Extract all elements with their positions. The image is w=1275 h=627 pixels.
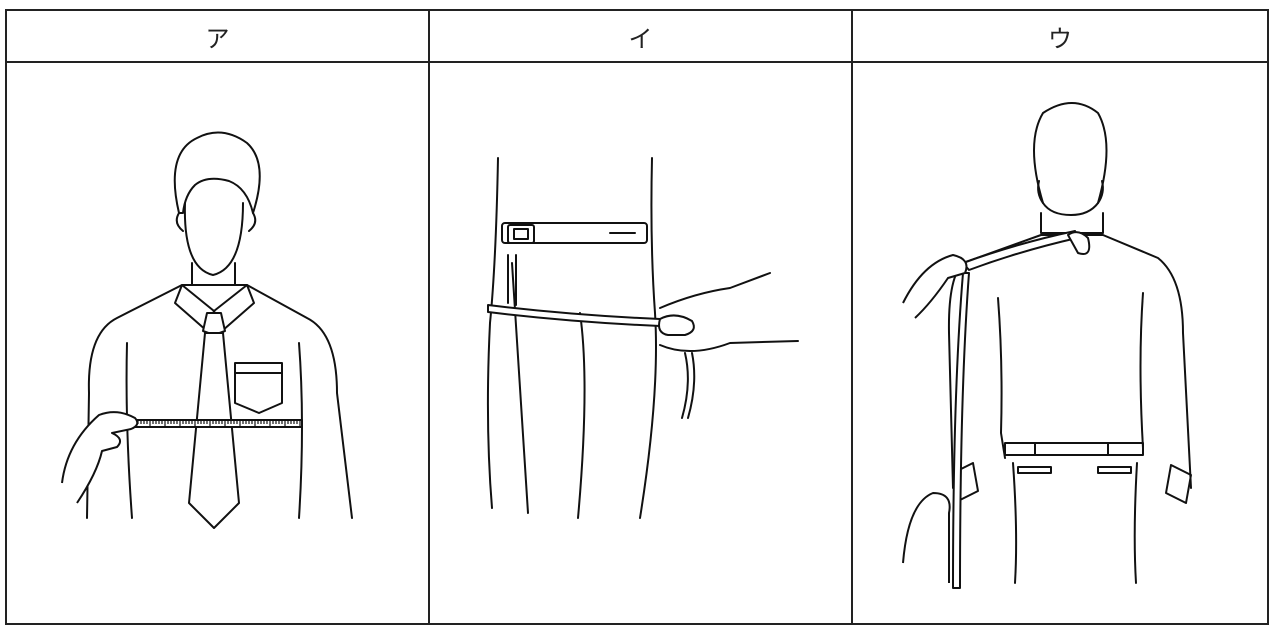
panel-u — [853, 63, 1267, 623]
panel-i — [430, 63, 853, 623]
chest-measurement-icon — [7, 63, 428, 623]
sleeve-length-measurement-icon — [853, 63, 1272, 623]
panel-label-u: ウ — [1048, 19, 1072, 54]
hip-measurement-icon — [430, 63, 851, 623]
panel-header-i: イ — [430, 11, 853, 63]
panel-label-a: ア — [206, 19, 230, 54]
panel-header-a: ア — [7, 11, 430, 63]
panel-a — [7, 63, 430, 623]
panel-header-u: ウ — [853, 11, 1267, 63]
measurement-table: ア イ ウ — [5, 9, 1269, 625]
panel-label-i: イ — [629, 19, 653, 54]
